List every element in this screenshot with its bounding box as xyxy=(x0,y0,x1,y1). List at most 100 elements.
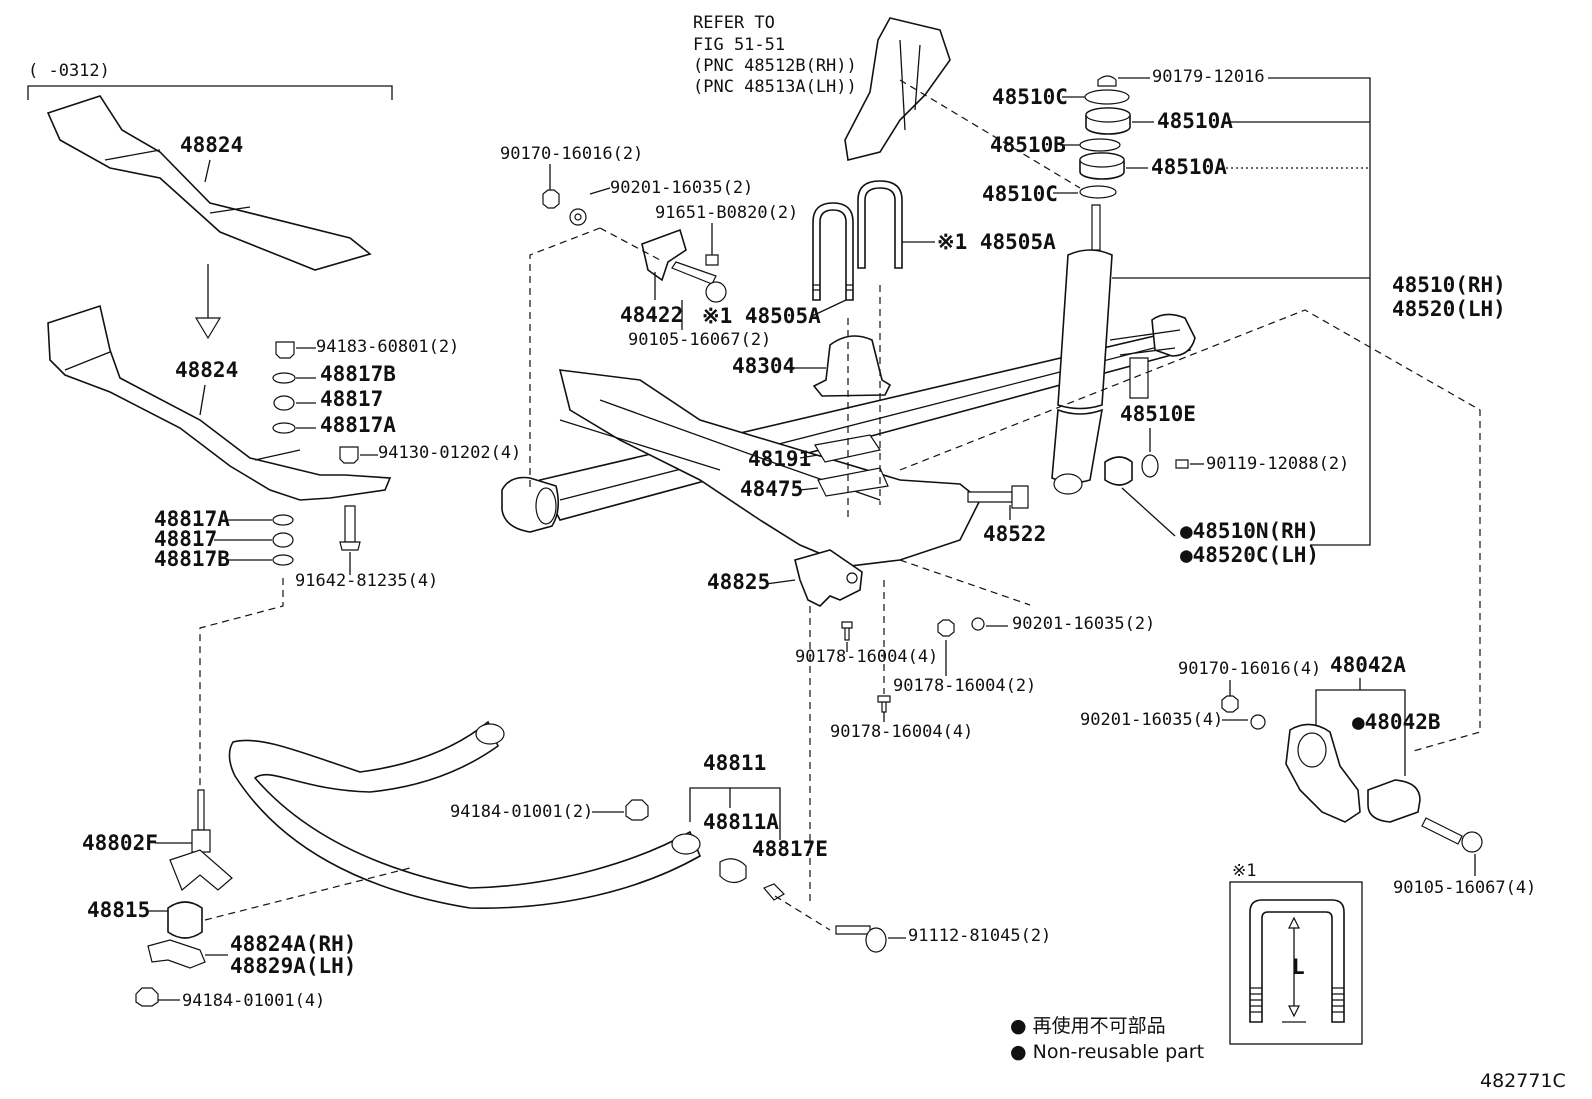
spring-eye-right xyxy=(1151,313,1196,357)
label-48825: 48825 xyxy=(707,570,770,594)
label-48815: 48815 xyxy=(87,898,150,922)
cushion-48817B-a xyxy=(272,372,296,384)
refer-line-1: REFER TO xyxy=(693,13,775,33)
cushion-48817A-a xyxy=(272,422,296,434)
cushion-48817-a xyxy=(273,395,295,411)
shock-bracket-ref xyxy=(844,17,951,161)
label-48811A: 48811A xyxy=(703,810,779,834)
inset-L: L xyxy=(1292,955,1305,979)
arrow-down-icon xyxy=(194,317,222,340)
label-48811: 48811 xyxy=(703,751,766,775)
label-48510A-b: 48510A xyxy=(1151,155,1227,179)
bushing-48811A xyxy=(719,858,747,884)
label-48817B-a: 48817B xyxy=(320,362,396,386)
washer-90201-b xyxy=(971,617,985,631)
bolt-90119 xyxy=(1175,459,1189,469)
label-48510B: 48510B xyxy=(990,133,1066,157)
label-48510A-a: 48510A xyxy=(1157,109,1233,133)
inset-u-bolt-icon xyxy=(1249,899,1345,1023)
label-94184-b: 94184-01001(4) xyxy=(182,991,325,1011)
label-48824-mid: 48824 xyxy=(175,358,238,382)
bumper-48304 xyxy=(812,335,892,397)
range-bracket xyxy=(27,85,393,100)
label-90105-a: 90105-16067(2) xyxy=(628,330,771,350)
refer-line-4: (PNC 48513A(LH)) xyxy=(693,77,857,97)
bolt-90105-a xyxy=(671,261,717,285)
label-48520LH: 48520(LH) xyxy=(1392,297,1506,321)
label-48817-b: 48817 xyxy=(154,527,217,551)
label-90119: 90119-12088(2) xyxy=(1206,454,1349,474)
bolt-91642 xyxy=(344,505,356,543)
label-48817E: 48817E xyxy=(752,837,828,861)
label-94184-a: 94184-01001(2) xyxy=(450,802,593,822)
crossmember-top xyxy=(46,95,372,271)
axle-housing xyxy=(558,369,982,567)
label-90170-b: 90170-16016(4) xyxy=(1178,659,1321,679)
label-48042B: ●48042B xyxy=(1352,710,1441,734)
bushing-48815 xyxy=(167,901,203,939)
nut-90179 xyxy=(1097,75,1117,87)
label-90201-c: 90201-16035(4) xyxy=(1080,710,1223,730)
label-91112: 91112-81045(2) xyxy=(908,926,1051,946)
nut-90178-b xyxy=(937,619,955,637)
label-94183: 94183-60801(2) xyxy=(316,337,459,357)
legend-jp: ● 再使用不可部品 xyxy=(1010,1015,1166,1037)
refer-line-3: (PNC 48512B(RH)) xyxy=(693,56,857,76)
label-48191: 48191 xyxy=(748,447,811,471)
inset-mark: ※1 xyxy=(1232,861,1256,881)
label-90178-b: 90178-16004(2) xyxy=(893,676,1036,696)
label-91651: 91651-B0820(2) xyxy=(655,203,798,223)
label-48520C: ●48520C(LH) xyxy=(1180,543,1319,567)
refer-line-2: FIG 51-51 xyxy=(693,35,785,55)
dimension-arrow-icon xyxy=(1288,916,1300,1018)
label-48817-a: 48817 xyxy=(320,387,383,411)
stabilizer-bar xyxy=(228,720,702,909)
label-48510N: ●48510N(RH) xyxy=(1180,519,1319,543)
shock-absorber-body xyxy=(1057,249,1113,410)
washer-48510E xyxy=(1141,454,1159,478)
label-48510RH: 48510(RH) xyxy=(1392,273,1506,297)
nut-90170-b xyxy=(1221,695,1239,713)
label-48510C-b: 48510C xyxy=(982,182,1058,206)
bolt-90105-b xyxy=(1421,817,1463,845)
bolt-90178-a xyxy=(841,621,853,641)
label-48817A-b: 48817A xyxy=(154,507,230,531)
label-48505A-a: ※1 48505A xyxy=(937,230,1056,254)
label-94130: 94130-01202(4) xyxy=(378,443,521,463)
label-90170-a: 90170-16016(2) xyxy=(500,144,643,164)
nut-94130 xyxy=(339,446,359,464)
label-48505A-b: ※1 48505A xyxy=(702,304,821,328)
nut-90170-a xyxy=(542,189,560,209)
label-48422: 48422 xyxy=(620,303,683,327)
legend-en: ● Non-reusable part xyxy=(1010,1041,1204,1063)
label-90201-a: 90201-16035(2) xyxy=(610,178,753,198)
bolt-91651 xyxy=(705,254,719,266)
label-48522: 48522 xyxy=(983,522,1046,546)
u-bolt-48505A-b xyxy=(857,180,903,269)
label-90105-b: 90105-16067(4) xyxy=(1393,878,1536,898)
retainer-48510C-b xyxy=(1079,185,1117,199)
label-48304: 48304 xyxy=(732,354,795,378)
label-91642: 91642-81235(4) xyxy=(295,571,438,591)
washer-48510B xyxy=(1079,138,1121,152)
label-90178-a: 90178-16004(4) xyxy=(795,647,938,667)
figure-code: 482771C xyxy=(1480,1070,1566,1092)
collar-48817E xyxy=(763,883,785,901)
label-90178-c: 90178-16004(4) xyxy=(830,722,973,742)
bracket-48824A xyxy=(147,939,206,969)
label-48817B-b: 48817B xyxy=(154,547,230,571)
label-48824A: 48824A(RH) xyxy=(230,932,356,956)
label-48824-top: 48824 xyxy=(180,133,243,157)
range-label: ( -0312) xyxy=(28,61,110,81)
bolt-48522 xyxy=(967,491,1013,503)
label-90179: 90179-12016 xyxy=(1152,67,1265,87)
bushing-48042B xyxy=(1367,779,1421,823)
bolt-91112 xyxy=(835,925,871,935)
label-48510C-a: 48510C xyxy=(992,85,1068,109)
inset-box xyxy=(1229,881,1363,1045)
label-48829A: 48829A(LH) xyxy=(230,954,356,978)
retainer-48510C-a xyxy=(1084,89,1130,105)
bushing-48510N xyxy=(1104,456,1133,486)
pad-48475 xyxy=(817,467,889,497)
